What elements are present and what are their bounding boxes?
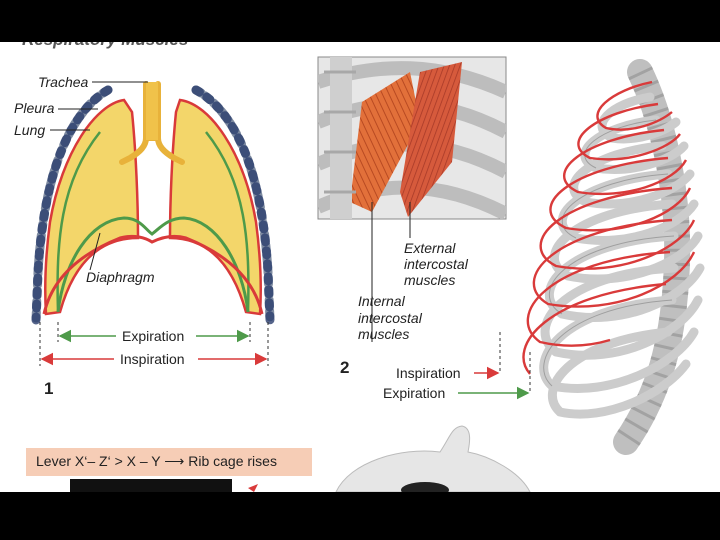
vertebra-partial-image xyxy=(336,426,530,492)
figure-2-number: 2 xyxy=(340,358,349,377)
label-internal-1: Internal xyxy=(358,293,406,309)
fig2-label-expiration: Expiration xyxy=(383,385,445,401)
label-internal-3: muscles xyxy=(358,326,409,342)
figure-1-number: 1 xyxy=(44,379,53,398)
fig2-label-inspiration: Inspiration xyxy=(396,365,461,381)
label-expiration: Expiration xyxy=(122,328,184,344)
label-external-2: intercostal xyxy=(404,256,469,272)
label-external-1: External xyxy=(404,240,456,256)
label-pleura: Pleura xyxy=(14,100,55,116)
textbook-page: Respiratory Muscles xyxy=(0,42,720,492)
respiratory-diagram: Trachea Pleura Lung Diaphragm Expiration… xyxy=(0,42,720,492)
label-external-3: muscles xyxy=(404,272,455,288)
dark-image-strip xyxy=(70,479,232,492)
label-internal-2: intercostal xyxy=(358,310,423,326)
caption-pointer-icon xyxy=(248,484,258,492)
intercostal-inset: External intercostal muscles Internal in… xyxy=(318,57,506,342)
figure-1-lungs: Trachea Pleura Lung Diaphragm Expiration… xyxy=(14,74,270,398)
lever-caption: Lever X‘– Z‘ > X – Y ⟶ Rib cage rises xyxy=(36,453,277,470)
label-trachea: Trachea xyxy=(38,74,89,90)
lever-caption-box: Lever X‘– Z‘ > X – Y ⟶ Rib cage rises xyxy=(26,448,312,476)
label-inspiration: Inspiration xyxy=(120,351,185,367)
label-lung: Lung xyxy=(14,122,45,138)
label-diaphragm: Diaphragm xyxy=(86,269,155,285)
